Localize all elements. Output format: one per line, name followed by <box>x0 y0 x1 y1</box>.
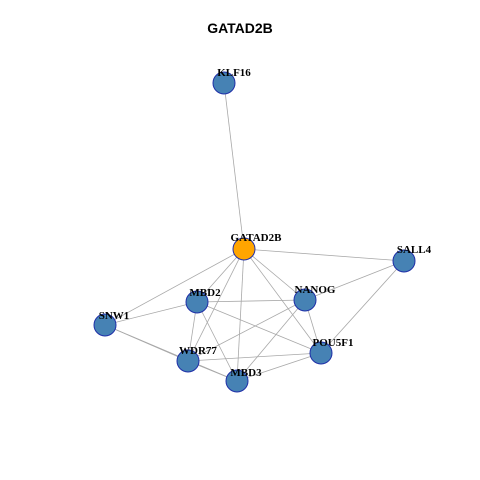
node-circle[interactable] <box>185 290 209 314</box>
edge-gatad2b-mbd3 <box>236 248 245 382</box>
node-pou5f1[interactable]: POU5F1 <box>309 337 354 365</box>
node-label: MBD3 <box>230 367 262 379</box>
edge-mbd2-pou5f1 <box>196 301 322 354</box>
node-circle[interactable] <box>225 369 249 393</box>
node-nanog[interactable]: NANOG <box>293 284 336 312</box>
edge-gatad2b-pou5f1 <box>243 248 322 354</box>
node-sall4[interactable]: SALL4 <box>392 244 432 273</box>
edge-sall4-nanog <box>304 260 405 301</box>
edge-wdr77-pou5f1 <box>187 352 322 362</box>
node-gatad2b[interactable]: GATAD2B <box>231 232 283 261</box>
edge-gatad2b-sall4 <box>243 248 405 262</box>
node-label: SNW1 <box>99 310 130 322</box>
node-label: GATAD2B <box>231 232 283 244</box>
edge-sall4-pou5f1 <box>320 260 405 354</box>
node-circle[interactable] <box>293 288 317 312</box>
node-label: SALL4 <box>397 244 432 256</box>
node-circle[interactable] <box>93 313 117 337</box>
node-circle[interactable] <box>176 349 200 373</box>
node-snw1[interactable]: SNW1 <box>93 310 130 337</box>
edge-mbd2-snw1 <box>104 301 198 326</box>
edge-nanog-wdr77 <box>187 299 306 362</box>
edge-gatad2b-wdr77 <box>187 248 245 362</box>
node-label: WDR77 <box>179 345 217 357</box>
node-label: MBD2 <box>189 287 221 299</box>
node-label: KLF16 <box>217 67 251 79</box>
graph-title: GATAD2B <box>207 20 273 36</box>
edge-nanog-mbd3 <box>236 299 306 382</box>
node-circle[interactable] <box>392 249 416 273</box>
node-label: POU5F1 <box>313 337 354 349</box>
node-mbd2[interactable]: MBD2 <box>185 287 221 314</box>
edge-mbd2-nanog <box>196 299 306 303</box>
node-circle[interactable] <box>212 71 236 95</box>
edge-gatad2b-mbd2 <box>196 248 245 303</box>
edge-gatad2b-snw1 <box>104 248 245 326</box>
node-label: NANOG <box>295 284 336 296</box>
node-klf16[interactable]: KLF16 <box>212 67 251 95</box>
node-circle[interactable] <box>309 341 333 365</box>
edge-gatad2b-nanog <box>243 248 306 301</box>
node-circle[interactable] <box>232 237 256 261</box>
edge-mbd3-pou5f1 <box>236 352 322 382</box>
edge-klf16-gatad2b <box>223 82 245 250</box>
edge-mbd2-mbd3 <box>196 301 238 382</box>
node-wdr77[interactable]: WDR77 <box>176 345 217 373</box>
node-mbd3[interactable]: MBD3 <box>225 367 262 393</box>
